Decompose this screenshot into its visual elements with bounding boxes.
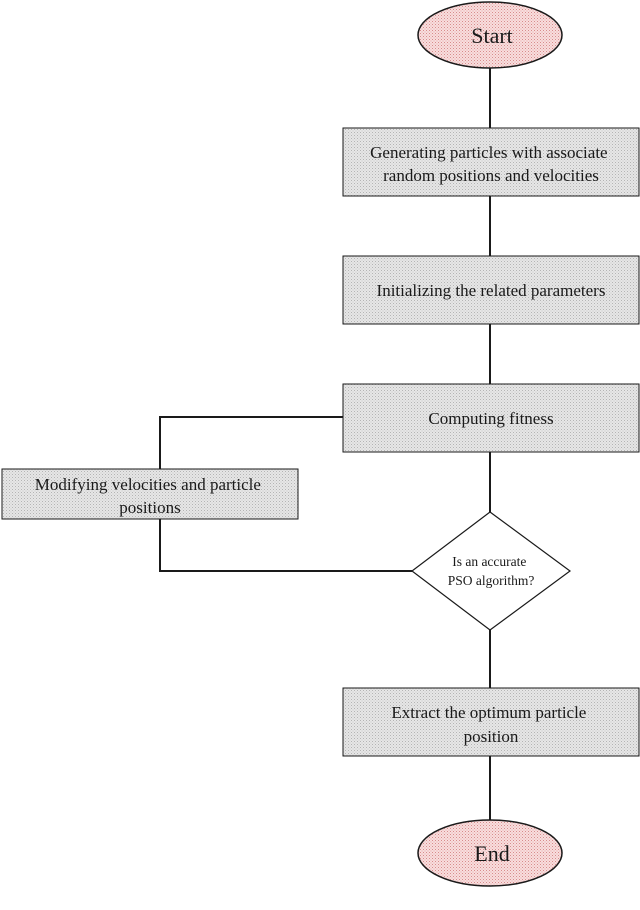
start-terminal: Start — [417, 1, 563, 69]
step-generate-particles-text: Generating particles with associate rand… — [370, 143, 612, 185]
step-extract-optimum-line-2: position — [464, 727, 519, 746]
step-initialize-parameters-line-1: Initializing the related parameters — [377, 281, 606, 300]
step-modify-velocities-line-1: Modifying velocities and particle — [35, 475, 261, 494]
end-label: End — [474, 841, 509, 866]
step-generate-particles-line-2: random positions and velocities — [383, 166, 599, 185]
decision-line-1: Is an accurate — [452, 554, 526, 569]
step-compute-fitness-line-1: Computing fitness — [428, 409, 553, 428]
step-extract-optimum-line-1: Extract the optimum particle — [391, 703, 586, 722]
step-extract-optimum-text: Extract the optimum particle position — [391, 703, 590, 746]
step-extract-optimum: Extract the optimum particle position — [342, 687, 640, 757]
connectors — [159, 68, 491, 820]
connector-modify-to-step3 — [159, 416, 344, 469]
step-modify-velocities-text: Modifying velocities and particle positi… — [35, 475, 265, 517]
step-modify-velocities: Modifying velocities and particle positi… — [1, 468, 299, 520]
start-label: Start — [471, 23, 513, 48]
step-compute-fitness: Computing fitness — [342, 383, 640, 453]
decision-line-2: PSO algorithm? — [448, 573, 535, 588]
step-initialize-parameters-text: Initializing the related parameters — [377, 281, 606, 300]
step-generate-particles: Generating particles with associate rand… — [342, 127, 640, 197]
decision-accurate-pso: Is an accurate PSO algorithm? — [411, 511, 572, 631]
connector-decision-to-modify — [159, 519, 412, 572]
step-generate-particles-line-1: Generating particles with associate — [370, 143, 607, 162]
step-modify-velocities-line-2: positions — [119, 498, 180, 517]
step-compute-fitness-text: Computing fitness — [428, 409, 553, 428]
step-initialize-parameters: Initializing the related parameters — [342, 255, 640, 325]
decision-accurate-pso-text: Is an accurate PSO algorithm? — [448, 554, 535, 588]
end-terminal: End — [417, 819, 563, 887]
